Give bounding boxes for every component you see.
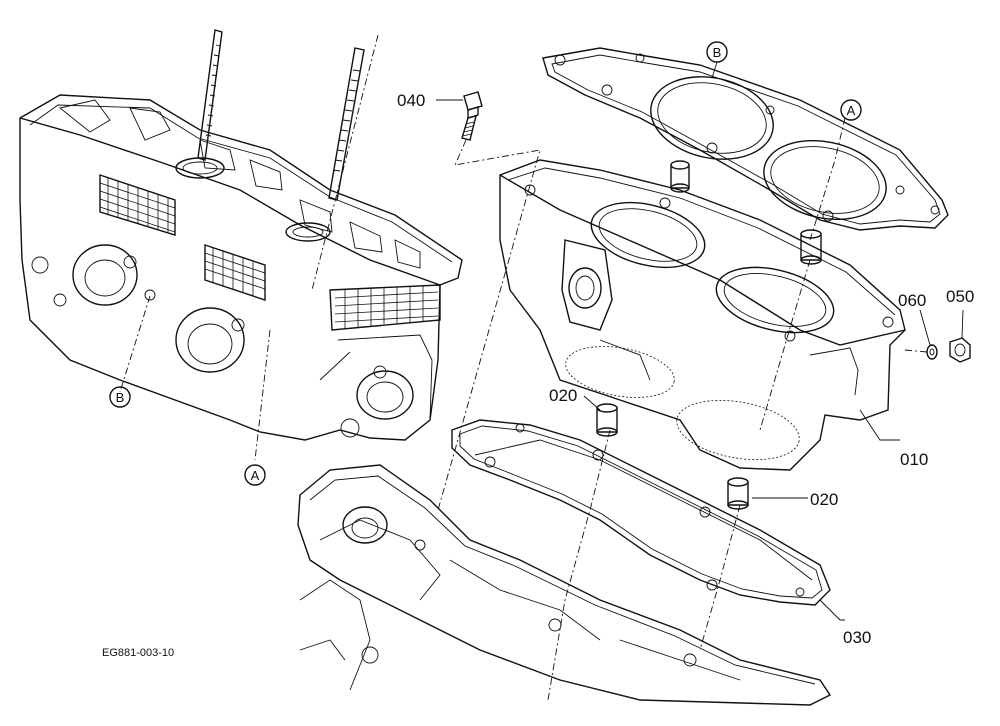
leader-lines (436, 99, 964, 621)
cylinder-head (19, 29, 463, 461)
part-label-040: 040 (397, 91, 425, 110)
crankcase (297, 429, 832, 706)
nut-050 (949, 337, 971, 363)
svg-text:A: A (251, 468, 260, 483)
head-gasket (542, 47, 949, 231)
part-label-050: 050 (946, 287, 974, 306)
ref-mark-b-top: B (706, 41, 728, 79)
base-gasket (451, 419, 831, 606)
part-label-010: 010 (900, 450, 928, 469)
svg-text:B: B (713, 45, 722, 60)
svg-text:B: B (116, 390, 125, 405)
svg-text:A: A (847, 103, 856, 118)
dowel-pin-020-upper (596, 403, 618, 437)
cylinder-block (499, 117, 906, 471)
washer-060 (926, 344, 938, 360)
dowel-pin-top-a (670, 160, 690, 193)
dowel-pin-top-b (800, 229, 822, 265)
ref-mark-a-top: A (840, 99, 862, 121)
part-label-020-upper: 020 (549, 386, 577, 405)
dowel-pin-020-lower (727, 477, 749, 510)
ref-mark-b-left: B (109, 386, 131, 408)
bolt-040 (437, 91, 541, 511)
ref-mark-a-bottom: A (244, 464, 266, 486)
part-label-060: 060 (898, 291, 926, 310)
drawing-code: EG881-003-10 (102, 647, 174, 659)
part-label-020-lower: 020 (810, 490, 838, 509)
part-label-030: 030 (843, 628, 871, 647)
